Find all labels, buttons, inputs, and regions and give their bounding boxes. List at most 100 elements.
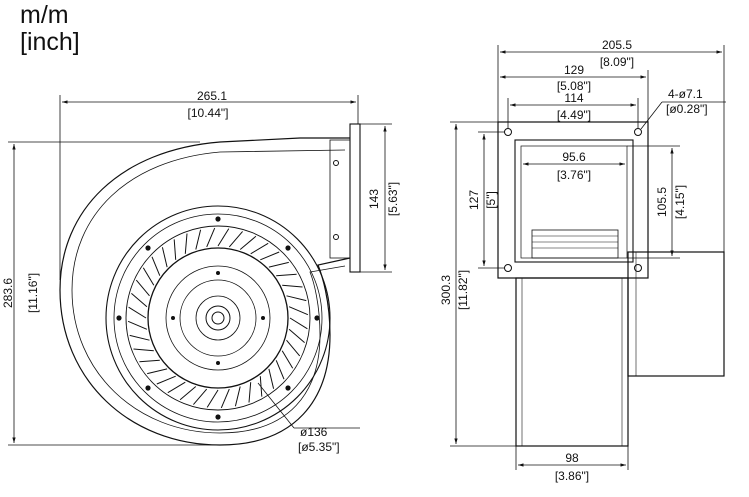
impeller-blade xyxy=(139,359,160,363)
front-view xyxy=(59,123,361,446)
impeller-blade xyxy=(161,247,168,268)
width-mm-label: 265.1 xyxy=(197,89,227,103)
impeller-blade xyxy=(260,251,280,261)
impeller-blade xyxy=(133,348,154,352)
impeller-blade xyxy=(268,261,289,268)
overall-height-mm-label: 300.3 xyxy=(439,275,453,305)
outlet-hole-icon xyxy=(333,234,339,240)
impeller-blade xyxy=(128,306,147,319)
plate-hole-icon xyxy=(171,316,175,320)
impeller-blade xyxy=(217,228,230,247)
flange-width-mm-label: 129 xyxy=(564,63,584,77)
opening-width-mm-label: 95.6 xyxy=(562,150,586,164)
front-dimension-labels: 265.1 [10.44"] 283.6 [11.16"] 143 [5.63"… xyxy=(1,89,400,454)
holes-inch-label: [ø0.28"] xyxy=(666,102,708,116)
units-label: m/m [inch] xyxy=(20,2,80,56)
flange-hole-icon xyxy=(504,128,512,136)
side-housing xyxy=(515,277,629,447)
impeller-blade xyxy=(129,334,150,341)
motor-hub-ring xyxy=(165,265,271,371)
shaft-ring xyxy=(195,295,241,341)
impeller-blade xyxy=(239,235,257,250)
plate-hole-icon xyxy=(314,315,320,321)
impeller-blade xyxy=(184,233,188,254)
opening-height-inch-label: [4.15"] xyxy=(673,185,687,219)
impeller-blade xyxy=(248,382,252,403)
outlet-neck xyxy=(329,139,351,259)
impeller-blades xyxy=(127,227,309,409)
side-dimensions xyxy=(450,45,726,470)
holes-mm-label: 4-ø7.1 xyxy=(668,87,703,101)
scroll-housing-outline xyxy=(59,137,351,446)
overall-width-mm-label: 205.5 xyxy=(602,38,632,52)
flange-hole-icon xyxy=(504,264,512,272)
outlet-height-inch-label: [5.63"] xyxy=(386,182,400,216)
impeller-blade xyxy=(250,242,269,255)
impeller-blade xyxy=(288,328,305,343)
height-mm-label: 283.6 xyxy=(1,278,15,308)
impeller-blade xyxy=(193,388,208,405)
side-flange xyxy=(497,121,649,279)
plate-hole-icon xyxy=(145,245,151,251)
plate-hole-icon xyxy=(216,271,220,275)
impeller-blade xyxy=(135,279,150,297)
impeller-blade xyxy=(156,375,176,385)
units-secondary: [inch] xyxy=(20,28,80,56)
plate-hole-icon xyxy=(285,245,291,251)
opening-height-mm-label: 105.5 xyxy=(655,187,669,217)
flange-height-inch-label: [5"] xyxy=(484,191,498,209)
scroll-housing-inner xyxy=(71,149,346,434)
impeller-blade xyxy=(288,306,309,316)
side-dimension-labels: 205.5 [8.09"] 129 [5.08"] 114 [4.49"] 4-… xyxy=(439,38,708,483)
outlet-flange xyxy=(349,123,361,273)
impeller-inner-ring xyxy=(147,247,289,389)
hole-spacing-mm-label: 114 xyxy=(564,91,583,105)
impeller-blade xyxy=(289,317,308,330)
impeller-blade xyxy=(206,227,216,248)
impeller-blade xyxy=(195,229,202,250)
overall-height-inch-label: [11.82"] xyxy=(456,270,470,310)
impeller-outer-ring xyxy=(125,225,311,411)
impeller-blade xyxy=(147,368,168,375)
impeller-blade xyxy=(167,381,186,394)
impeller-blade xyxy=(173,239,177,260)
plate-hole-icon xyxy=(215,414,221,420)
outlet-hole-icon xyxy=(333,160,339,166)
motor-plate-ring xyxy=(113,213,323,423)
impeller-blade xyxy=(276,273,297,277)
impeller-blade xyxy=(220,388,230,409)
width-inch-label: [10.44"] xyxy=(188,106,229,120)
impeller-side xyxy=(531,229,619,259)
side-view xyxy=(497,121,725,447)
height-inch-label: [11.16"] xyxy=(26,273,40,313)
impeller-blade xyxy=(131,293,148,308)
impeller-blade xyxy=(228,231,243,248)
flange-hole-icon xyxy=(634,264,642,272)
impeller-blade xyxy=(142,267,155,286)
impeller-blade xyxy=(206,389,219,408)
impeller-blade xyxy=(179,386,197,401)
motor-body xyxy=(627,251,725,377)
housing-width-inch-label: [3.86"] xyxy=(555,469,589,483)
plate-hole-icon xyxy=(215,216,221,222)
motor-plate-outer xyxy=(105,205,331,431)
opening-width-inch-label: [3.76"] xyxy=(557,168,591,182)
housing-width-mm-label: 98 xyxy=(565,451,579,465)
shaft-boss xyxy=(205,305,231,331)
front-dimensions xyxy=(8,95,392,446)
plate-hole-icon xyxy=(116,315,122,321)
overall-width-inch-label: [8.09"] xyxy=(600,55,634,69)
plate-hole-icon xyxy=(261,316,265,320)
impeller-blade xyxy=(127,320,148,330)
plate-hole-icon xyxy=(285,385,291,391)
impeller-blade xyxy=(281,350,294,369)
motor-hub-inner xyxy=(179,279,257,357)
impeller-diameter-mm-label: ø136 xyxy=(300,425,328,439)
impeller-blade xyxy=(286,295,307,302)
impeller-diameter-inch-label: [ø5.35"] xyxy=(298,440,340,454)
impeller-blade xyxy=(275,360,285,380)
flange-width-inch-label: [5.08"] xyxy=(557,79,591,93)
outlet-height-mm-label: 143 xyxy=(367,189,381,209)
plate-hole-icon xyxy=(145,385,151,391)
